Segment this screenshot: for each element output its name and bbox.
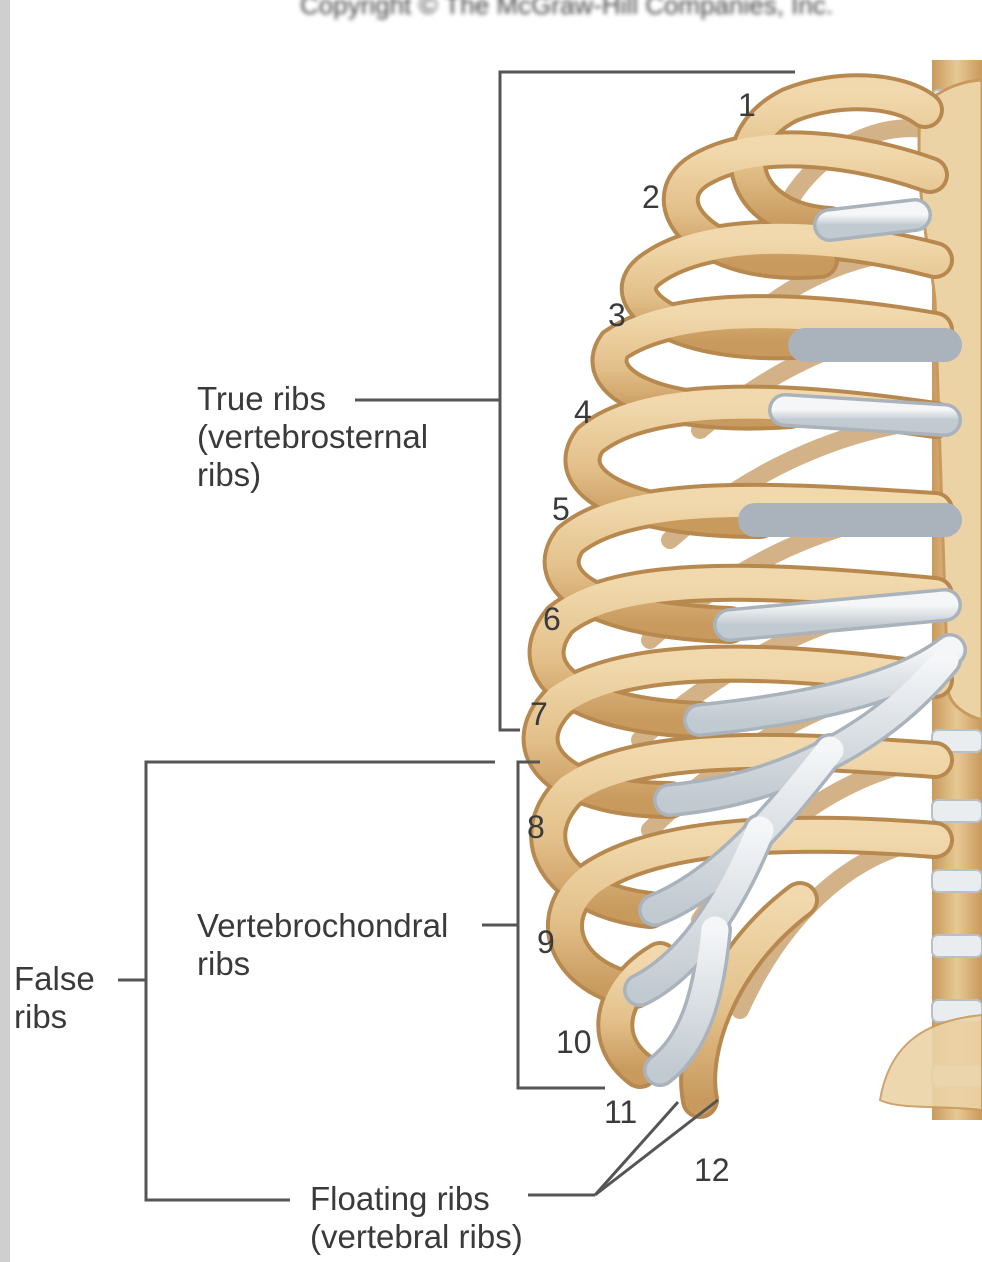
rib-number-2: 2 <box>642 180 660 214</box>
false-ribs-label: False ribs <box>14 960 95 1036</box>
rib-number-6: 6 <box>543 602 561 636</box>
vertebrochondral-line-1: Vertebrochondral <box>197 907 448 945</box>
floating-ribs-line-2: (vertebral ribs) <box>310 1218 523 1256</box>
true-ribs-line-3: ribs) <box>197 456 428 494</box>
false-ribs-line-2: ribs <box>14 998 95 1036</box>
floating-ribs-line-1: Floating ribs <box>310 1180 523 1218</box>
rib-number-5: 5 <box>552 492 570 526</box>
rib-number-1: 1 <box>738 88 756 122</box>
rib-number-10: 10 <box>556 1025 592 1059</box>
false-ribs-line-1: False <box>14 960 95 998</box>
true-ribs-line-1: True ribs <box>197 380 428 418</box>
vertebrochondral-line-2: ribs <box>197 945 448 983</box>
rib-number-9: 9 <box>537 925 555 959</box>
rib-number-12: 12 <box>694 1153 730 1187</box>
true-ribs-label: True ribs (vertebrosternal ribs) <box>197 380 428 494</box>
true-ribs-line-2: (vertebrosternal <box>197 418 428 456</box>
rib-number-8: 8 <box>527 810 545 844</box>
rib-number-7: 7 <box>530 697 548 731</box>
iliac-crest <box>880 1015 982 1110</box>
rib-number-11: 11 <box>604 1095 637 1129</box>
vertebrochondral-ribs-label: Vertebrochondral ribs <box>197 907 448 983</box>
rib-number-4: 4 <box>574 395 592 429</box>
floating-ribs-label: Floating ribs (vertebral ribs) <box>310 1180 523 1256</box>
rib-number-3: 3 <box>608 298 626 332</box>
